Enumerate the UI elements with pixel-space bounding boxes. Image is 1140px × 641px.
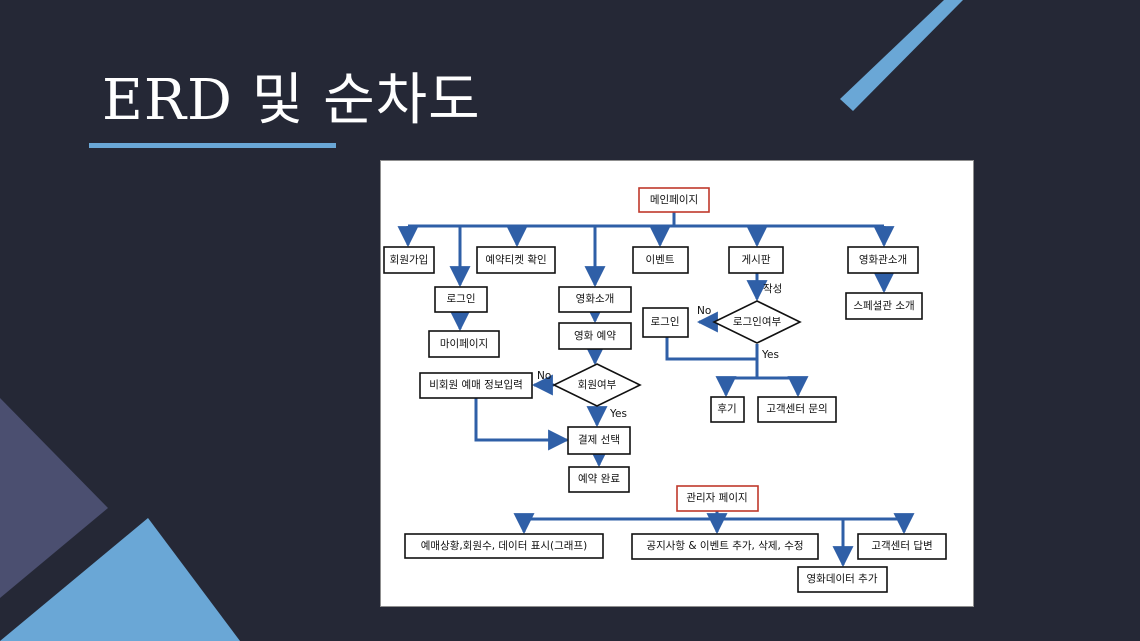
special-hall-label: 스페셜관 소개	[853, 300, 914, 312]
node-special-box	[845, 292, 923, 320]
bottom-left-blue-triangle	[0, 518, 240, 641]
title-underline	[89, 143, 336, 148]
ticket-check-label: 예약티켓 확인	[485, 253, 546, 266]
top-right-stripe	[840, 0, 963, 111]
node-support-box	[757, 396, 837, 423]
login-label: 로그인	[447, 293, 476, 305]
signup-label: 회원가입	[390, 253, 429, 266]
flowchart-svg: 메인페이지 회원가입 예약티켓 확인 이벤트 게시판 영화관소개 로그인 영화소…	[383, 187, 947, 593]
node-movie-intro-box	[558, 286, 632, 313]
node-stats-box	[404, 533, 604, 559]
edge-label-yes-member: Yes	[609, 408, 627, 420]
node-notice-box	[631, 533, 819, 560]
main-page-label: 메인페이지	[650, 194, 698, 206]
movie-booking-label: 영화 예약	[574, 329, 616, 342]
bottom-left-dark-triangle	[0, 398, 108, 598]
edge-label-write: 작성	[763, 283, 782, 295]
node-review-box	[710, 396, 745, 423]
payment-label: 결제 선택	[578, 434, 620, 446]
node-login-board-box	[642, 307, 689, 338]
node-admin-box	[676, 485, 759, 512]
node-board-box	[728, 246, 784, 274]
node-nonmember-box	[419, 372, 533, 399]
node-mypage-box	[428, 330, 500, 358]
notice-event-label: 공지사항 & 이벤트 추가, 삭제, 수정	[646, 540, 803, 552]
node-login-check-diamond	[712, 300, 802, 344]
node-support-answer-box	[857, 533, 947, 560]
nonmember-info-label: 비회원 예매 정보입력	[429, 378, 523, 391]
cinema-intro-label: 영화관소개	[859, 254, 907, 266]
support-inquiry-label: 고객센터 문의	[766, 403, 827, 415]
movie-data-add-label: 영화데이터 추가	[807, 573, 878, 585]
event-label: 이벤트	[646, 254, 675, 266]
login-board-label: 로그인	[651, 316, 680, 328]
edge-label-no-board: No	[697, 305, 711, 317]
node-signup-box	[383, 246, 435, 274]
node-movie-data-box	[797, 566, 888, 593]
flow-connectors	[397, 212, 915, 568]
slide-title: ERD 및 순차도	[102, 68, 481, 133]
node-ticket-box	[476, 246, 556, 274]
review-label: 후기	[717, 403, 736, 415]
node-payment-box	[567, 426, 631, 455]
node-booking-box	[558, 322, 632, 350]
login-check-label: 로그인여부	[733, 316, 782, 328]
support-answer-label: 고객센터 답변	[871, 540, 932, 552]
node-member-check-diamond	[552, 363, 642, 407]
connector-login-merge	[665, 337, 757, 361]
movie-intro-label: 영화소개	[576, 293, 615, 305]
connector-nonmember-payment	[474, 398, 570, 451]
node-done-box	[568, 466, 630, 493]
node-main-page-box	[638, 187, 710, 213]
mypage-label: 마이페이지	[440, 338, 488, 350]
admin-page-label: 관리자 페이지	[686, 492, 747, 504]
member-check-label: 회원여부	[578, 379, 617, 391]
stats-label: 예매상황,회원수, 데이터 표시(그래프)	[421, 539, 587, 552]
node-login-box	[434, 286, 488, 313]
booking-done-label: 예약 완료	[578, 472, 620, 485]
edge-label-no-member: No	[537, 370, 551, 382]
edge-label-yes-board: Yes	[761, 349, 779, 361]
node-event-box	[632, 246, 689, 274]
flowchart-panel: 메인페이지 회원가입 예약티켓 확인 이벤트 게시판 영화관소개 로그인 영화소…	[380, 160, 974, 607]
board-label: 게시판	[742, 254, 771, 266]
node-cinema-box	[847, 246, 919, 274]
